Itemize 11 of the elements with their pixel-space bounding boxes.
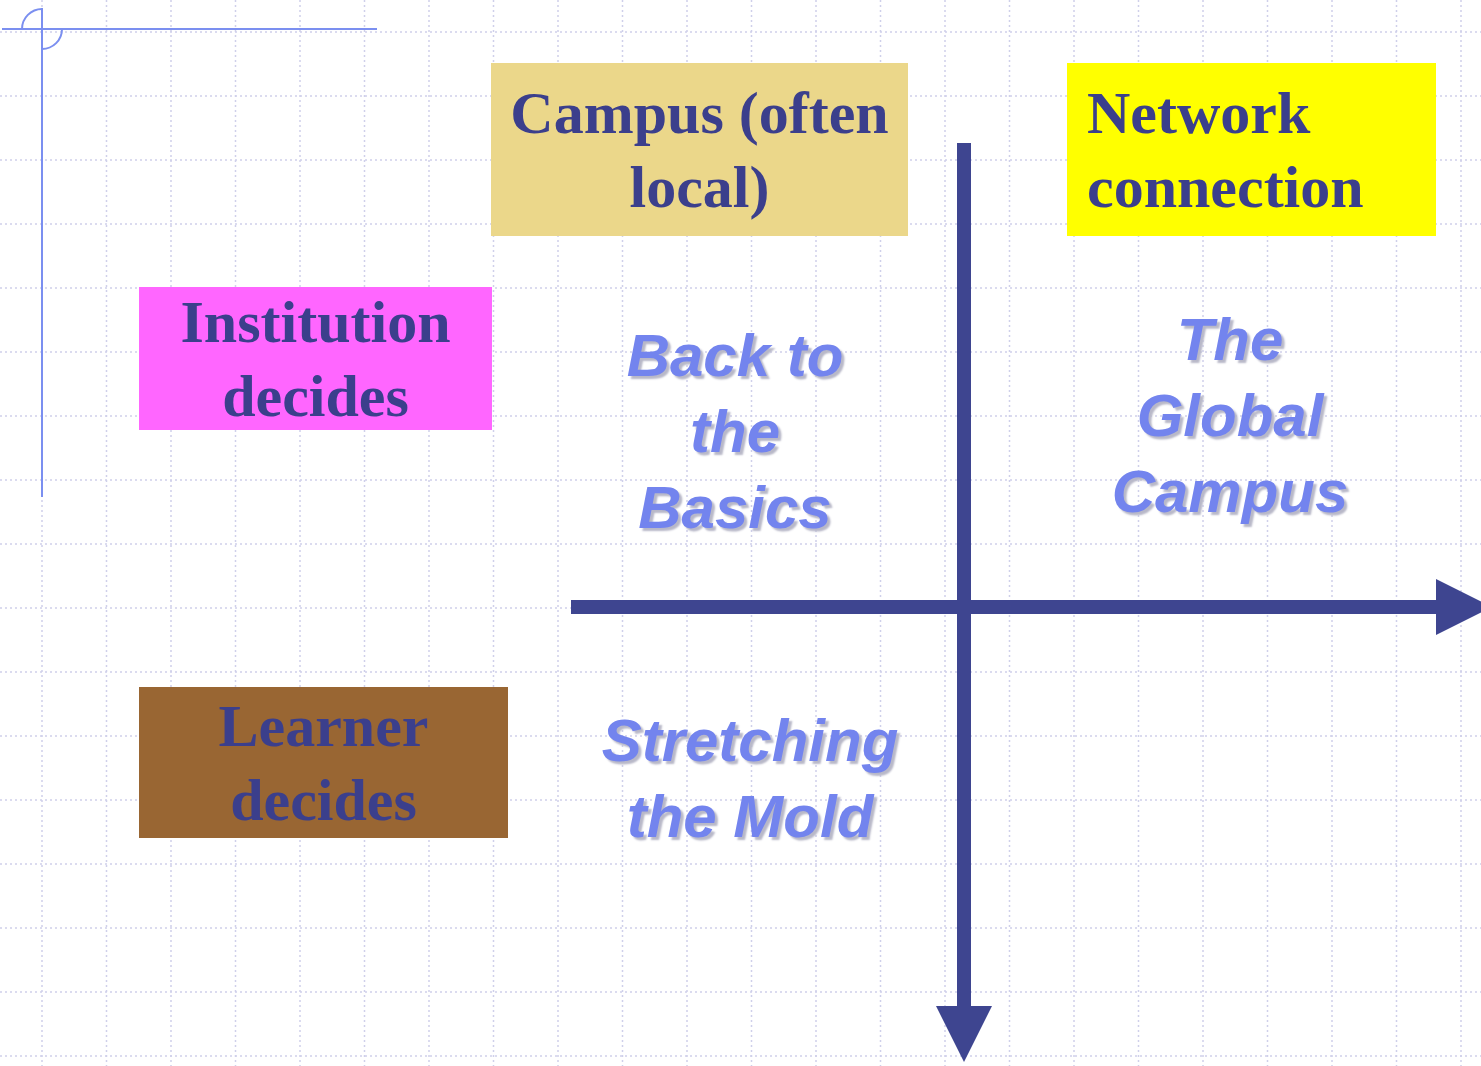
- quadrant-label: Stretching the Mold: [600, 706, 900, 852]
- header-text: Network connection: [1087, 78, 1365, 222]
- row-header-box: [139, 287, 492, 430]
- column-header-box: [491, 63, 908, 236]
- column-header-box: [1067, 63, 1436, 236]
- quadrant-label: Back to the Basics: [625, 321, 845, 543]
- quadrant-label: The Global Campus: [1110, 305, 1350, 527]
- header-text: Institution decides: [179, 287, 452, 431]
- header-text: Learner decides: [217, 691, 430, 835]
- header-text: Campus (often local): [509, 78, 890, 222]
- row-header-box: [139, 687, 508, 838]
